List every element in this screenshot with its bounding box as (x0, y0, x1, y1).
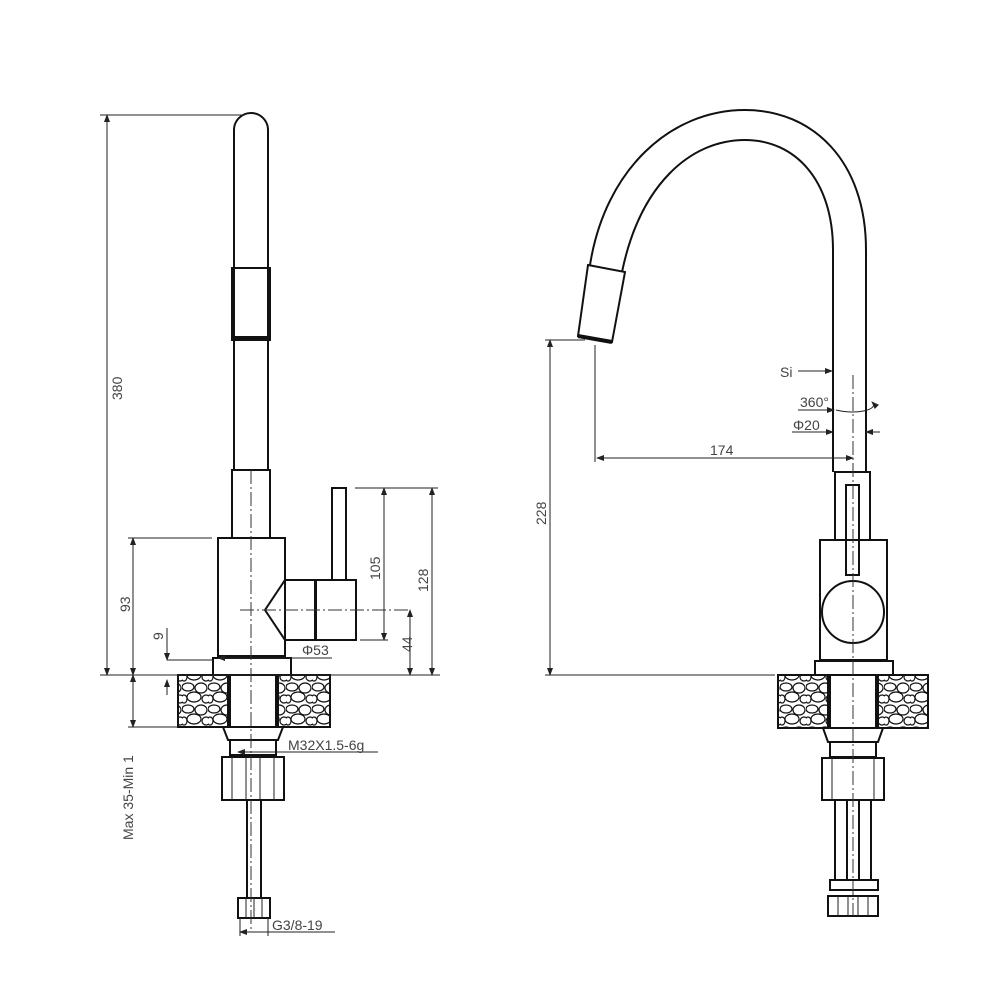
mounting-nut (221, 726, 285, 741)
dim-128: 128 (415, 568, 431, 592)
base-collar (212, 657, 292, 676)
countertop-right (277, 674, 331, 728)
dim-105: 105 (367, 556, 383, 580)
dim-phi20: Φ20 (793, 417, 820, 433)
countertop-left (177, 674, 229, 728)
supply-hose-1 (834, 799, 848, 881)
fixing-nut (221, 756, 285, 801)
dim-93: 93 (117, 596, 133, 612)
handle-joint (263, 579, 316, 641)
dim-phi53: Φ53 (302, 642, 329, 658)
shank (229, 674, 277, 728)
label-si: Si (780, 364, 792, 380)
countertop-right (877, 674, 929, 729)
hose-fittings (827, 895, 879, 917)
countertop-left (777, 674, 829, 729)
handle-lever (331, 487, 347, 581)
gooseneck-outer (589, 108, 867, 472)
supply-hose-2 (858, 799, 872, 881)
dim-hose-thread: G3/8-19 (272, 917, 323, 933)
supply-hose (246, 799, 262, 899)
front-view: 228 174 Si 360° Φ20 (533, 108, 929, 917)
dim-deck-thickness: Max 35-Min 1 (120, 755, 136, 840)
dim-thread: M32X1.5-6g (288, 737, 364, 753)
dim-44: 44 (399, 636, 415, 652)
gooseneck-inner (621, 138, 834, 472)
spray-head (576, 263, 627, 344)
dim-9: 9 (150, 632, 166, 640)
label-rotation: 360° (800, 394, 829, 410)
spout-tube (233, 112, 269, 470)
base-collar (814, 660, 894, 676)
side-view: 380 93 9 105 128 44 Φ53 Max 35-Min 1 M32… (100, 112, 440, 936)
spray-sleeve (231, 267, 271, 341)
dim-380: 380 (109, 376, 125, 400)
dim-228: 228 (533, 501, 549, 525)
dim-174: 174 (710, 442, 734, 458)
